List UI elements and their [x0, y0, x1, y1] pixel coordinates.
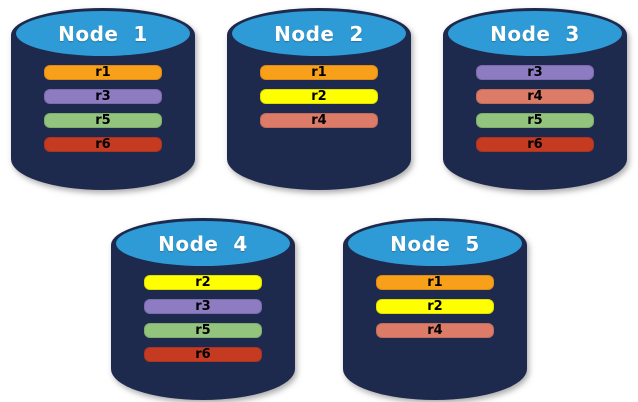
- node-5-replica-r2: r2: [376, 299, 494, 314]
- node-row-top: Node 1 r1 r3 r5 r6 Node 2 r1 r2 r4: [0, 0, 638, 190]
- node-4-replica-r2: r2: [144, 275, 262, 290]
- replica-list: r2 r3 r5 r6: [144, 275, 262, 362]
- node-3-replica-r4: r4: [476, 89, 594, 104]
- replica-label: r1: [95, 65, 111, 80]
- replica-label: r3: [95, 89, 111, 104]
- replica-label: r1: [427, 275, 443, 290]
- replica-list: r1 r3 r5 r6: [44, 65, 162, 152]
- node-2-replica-r1: r1: [260, 65, 378, 80]
- node-2-replica-r4: r4: [260, 113, 378, 128]
- node-5-title: Node 5: [390, 231, 480, 256]
- node-3-replica-r3: r3: [476, 65, 594, 80]
- node-3-title: Node 3: [490, 21, 580, 46]
- node-5-replica-r4: r4: [376, 323, 494, 338]
- node-2-cylinder: Node 2 r1 r2 r4: [227, 8, 411, 190]
- node-1-replica-r5: r5: [44, 113, 162, 128]
- replica-list: r3 r4 r5 r6: [476, 65, 594, 152]
- node-5-replica-r1: r1: [376, 275, 494, 290]
- node-1-title: Node 1: [58, 21, 148, 46]
- node-1-cylinder: Node 1 r1 r3 r5 r6: [11, 8, 195, 190]
- replica-label: r6: [527, 137, 543, 152]
- node-1-replica-r1: r1: [44, 65, 162, 80]
- replica-label: r3: [195, 299, 211, 314]
- node-1-replica-r3: r3: [44, 89, 162, 104]
- node-3-replica-r5: r5: [476, 113, 594, 128]
- database-cylinder-top: Node 5: [348, 221, 522, 266]
- node-row-bottom: Node 4 r2 r3 r5 r6 Node 5 r1 r2 r4: [0, 218, 638, 400]
- database-cylinder-top: Node 3: [448, 11, 622, 56]
- node-4-title: Node 4: [158, 231, 248, 256]
- database-cylinder-top: Node 4: [116, 221, 290, 266]
- node-4-replica-r3: r3: [144, 299, 262, 314]
- replica-label: r2: [311, 89, 327, 104]
- node-4-replica-r6: r6: [144, 347, 262, 362]
- replica-list: r1 r2 r4: [376, 275, 494, 338]
- node-4-replica-r5: r5: [144, 323, 262, 338]
- replica-label: r5: [195, 323, 211, 338]
- node-1-replica-r6: r6: [44, 137, 162, 152]
- node-2-title: Node 2: [274, 21, 364, 46]
- replica-label: r4: [311, 113, 327, 128]
- replica-list: r1 r2 r4: [260, 65, 378, 128]
- replica-label: r4: [527, 89, 543, 104]
- replica-label: r5: [527, 113, 543, 128]
- node-5-cylinder: Node 5 r1 r2 r4: [343, 218, 527, 400]
- node-2-replica-r2: r2: [260, 89, 378, 104]
- replica-label: r2: [427, 299, 443, 314]
- database-cylinder-top: Node 2: [232, 11, 406, 56]
- replica-label: r6: [195, 347, 211, 362]
- node-4-cylinder: Node 4 r2 r3 r5 r6: [111, 218, 295, 400]
- replica-label: r5: [95, 113, 111, 128]
- replica-label: r3: [527, 65, 543, 80]
- replica-label: r2: [195, 275, 211, 290]
- node-3-cylinder: Node 3 r3 r4 r5 r6: [443, 8, 627, 190]
- replica-label: r1: [311, 65, 327, 80]
- replica-label: r6: [95, 137, 111, 152]
- database-cylinder-top: Node 1: [16, 11, 190, 56]
- replica-label: r4: [427, 323, 443, 338]
- node-3-replica-r6: r6: [476, 137, 594, 152]
